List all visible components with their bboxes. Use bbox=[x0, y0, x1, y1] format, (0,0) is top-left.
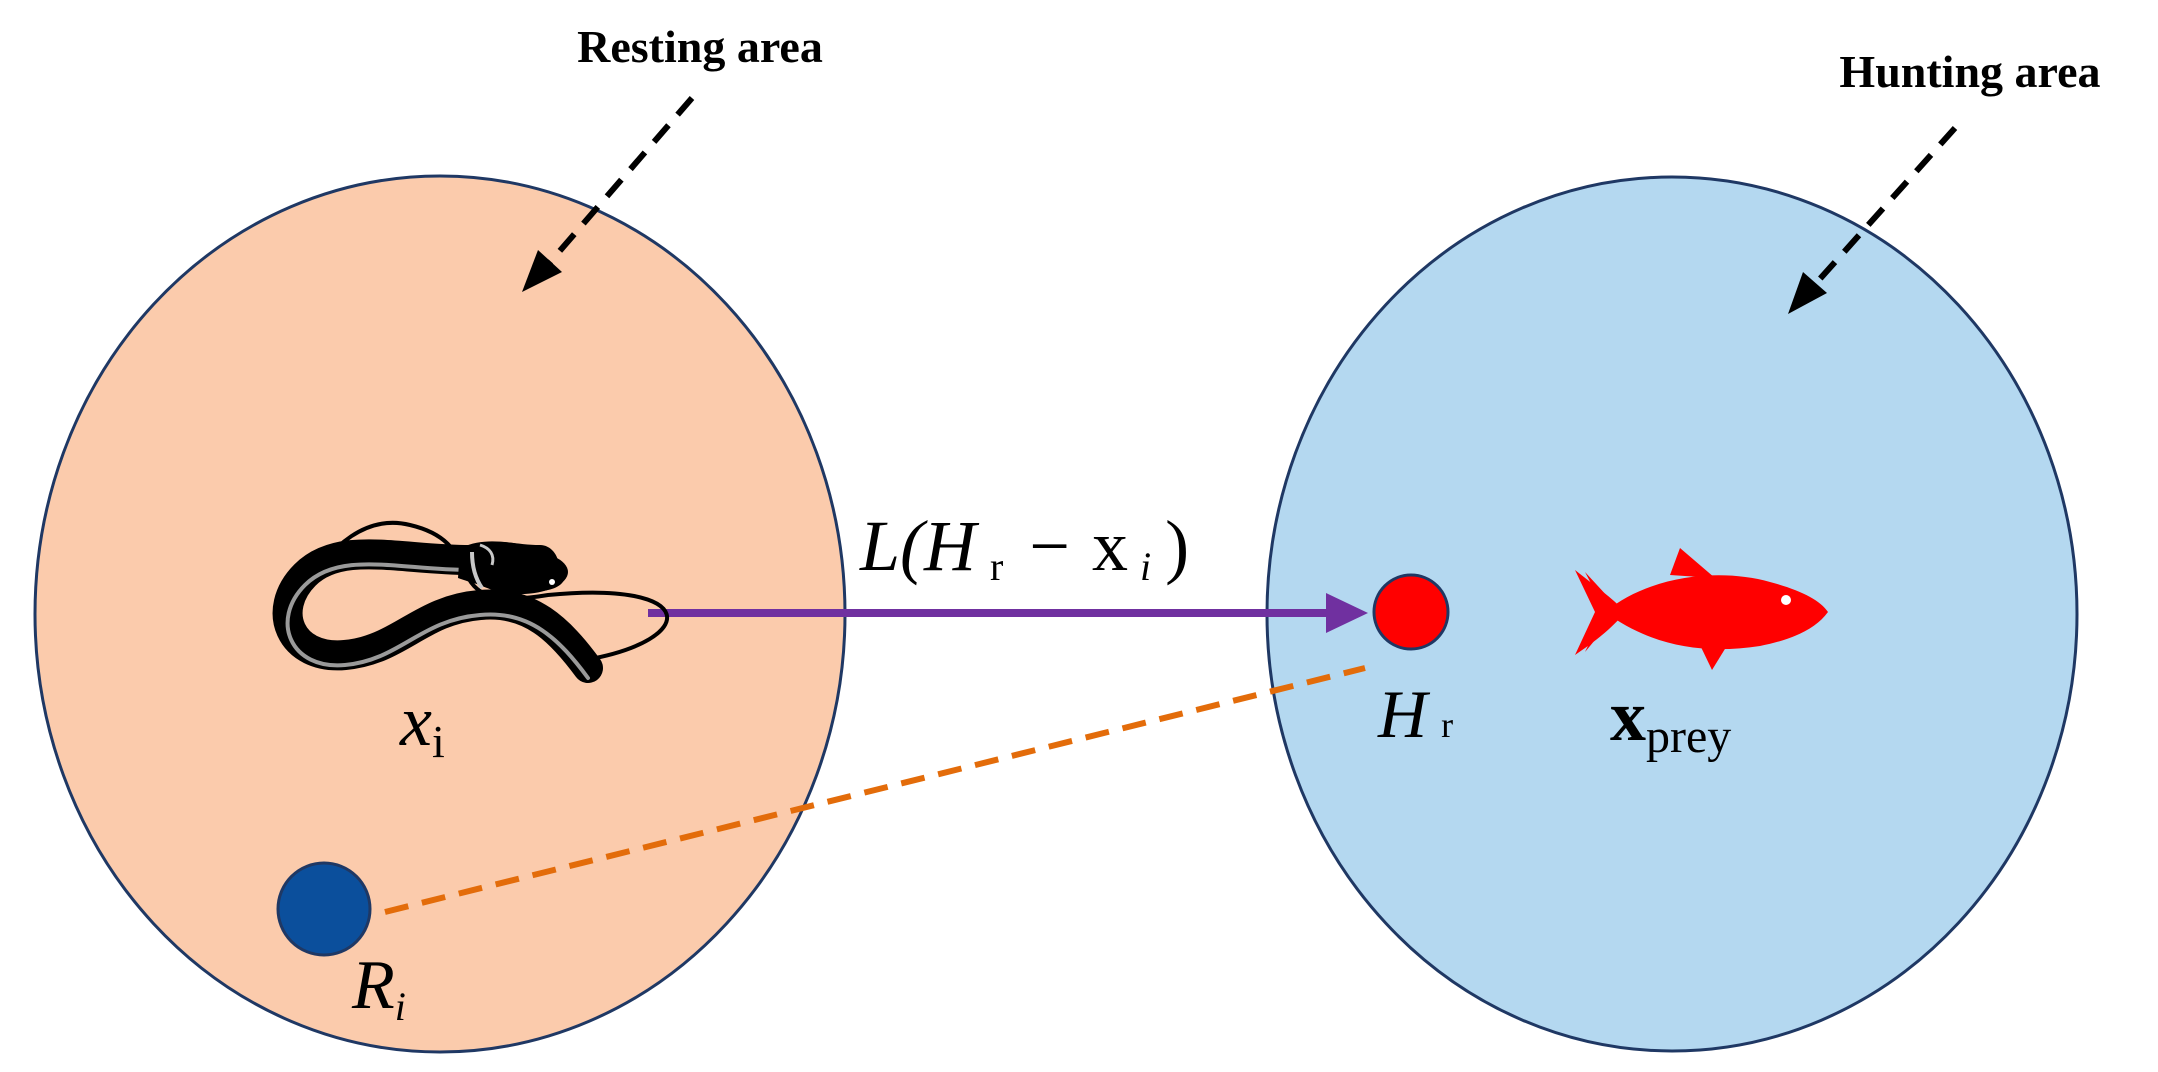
movement-arrow bbox=[648, 593, 1368, 633]
eel-position-label: xi bbox=[399, 681, 445, 767]
resting-point bbox=[276, 861, 372, 957]
resting-hunting-link bbox=[384, 665, 1366, 915]
resting-area-label: Resting area bbox=[577, 21, 823, 72]
hunting-area-label: Hunting area bbox=[1839, 46, 2100, 97]
prey-position-label: xprey bbox=[1610, 676, 1731, 763]
eel-icon bbox=[272, 520, 670, 683]
hunting-area-pointer-arrow bbox=[1788, 125, 1958, 314]
hunting-point bbox=[1372, 573, 1450, 651]
resting-point-label: Ri bbox=[351, 947, 406, 1029]
resting-area-pointer-arrow bbox=[522, 96, 695, 292]
fish-icon bbox=[1575, 548, 1828, 670]
